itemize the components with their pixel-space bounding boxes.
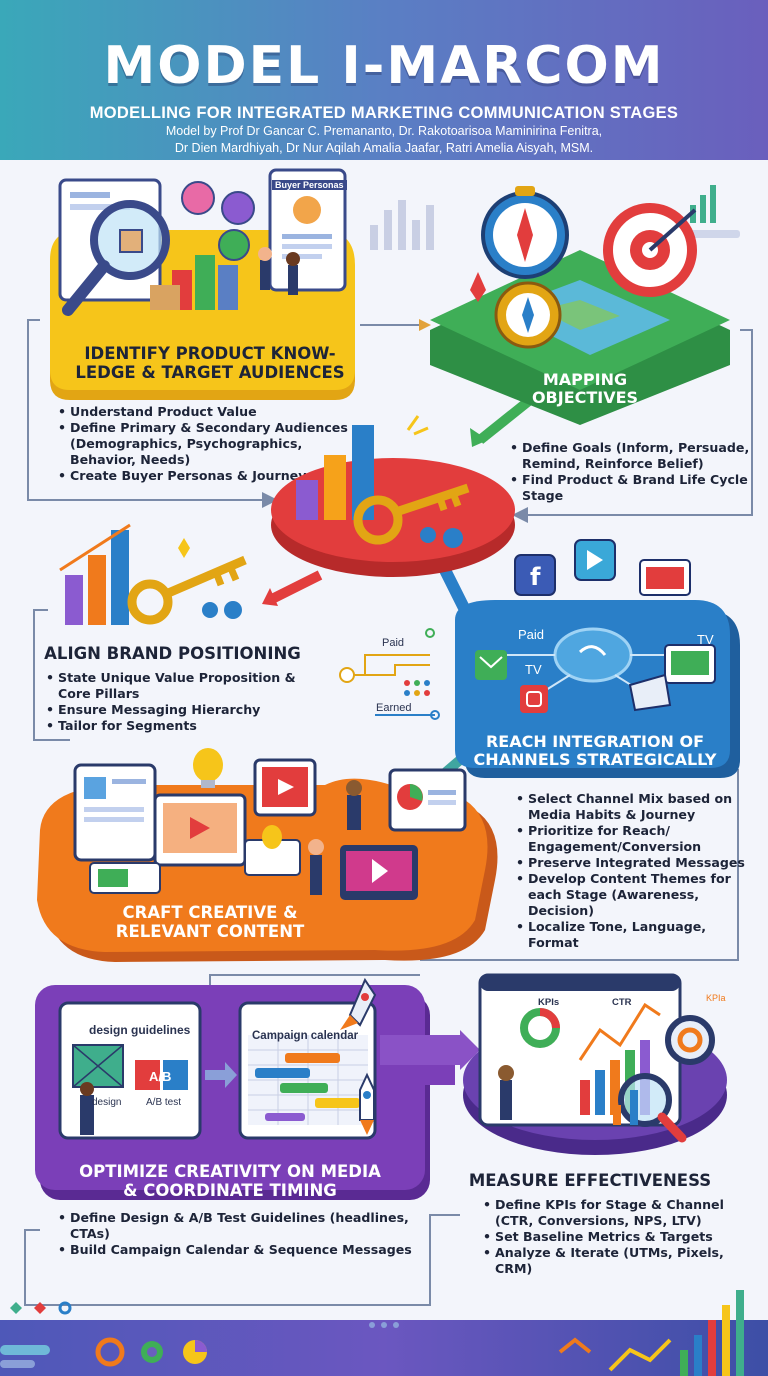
stage2-bullet: Define Goals (Inform, Persuade, Remind, …	[510, 440, 752, 472]
stage6-bullet: Build Campaign Calendar & Sequence Messa…	[58, 1242, 415, 1258]
stage6-title-line2: & COORDINATE TIMING	[123, 1180, 337, 1200]
stage7-bullet: Set Baseline Metrics & Targets	[483, 1229, 755, 1245]
stage4-bullets: Select Channel Mix based on Media Habits…	[514, 791, 756, 951]
stage2-title: MAPPING OBJECTIVES	[505, 370, 665, 408]
stage2-title-line1: MAPPING	[542, 370, 628, 389]
stage7-illustration	[478, 973, 715, 1143]
key-platform	[271, 415, 515, 577]
design-guidelines-label: design guidelines	[89, 1023, 191, 1037]
stage3-title: ALIGN BRAND POSITIONING	[44, 644, 301, 663]
kpia-label: KPIa	[706, 993, 726, 1003]
credit-line-2: Dr Dien Mardhiyah, Dr Nur Aqilah Amalia …	[174, 141, 594, 155]
stage6-illustration	[58, 1001, 377, 1140]
stage3-bullet: Tailor for Segments	[46, 718, 303, 734]
stage4-bullet: Develop Content Themes for each Stage (A…	[516, 871, 756, 919]
stage4-title-line2: CHANNELS STRATEGICALLY	[473, 750, 717, 770]
paid-label: Paid	[382, 637, 405, 649]
svg-text:f: f	[530, 563, 541, 591]
stage4-bullet: Localize Tone, Language, Format	[516, 919, 756, 951]
stage6-title-line1: OPTIMIZE CREATIVITY ON MEDIA	[79, 1162, 381, 1181]
stage4-icons: f	[475, 539, 716, 713]
stage1-bullet: Understand Product Value	[58, 404, 370, 420]
stage3-bullet: State Unique Value Proposition & Core Pi…	[46, 670, 303, 702]
paid-earned-connectors	[339, 628, 440, 720]
hub-tv-left-label: TV	[525, 662, 542, 677]
stage1-title: IDENTIFY PRODUCT KNOW- LEDGE & TARGET AU…	[60, 344, 360, 383]
stage2-bullet: Find Product & Brand Life Cycle Stage	[510, 472, 752, 504]
stage5-title-line1: CRAFT CREATIVE &	[122, 903, 298, 922]
stage3-bullets: State Unique Value Proposition & Core Pi…	[44, 670, 303, 734]
hub-paid-label: Paid	[518, 627, 545, 642]
stage2-bullets: Define Goals (Inform, Persuade, Remind, …	[508, 440, 752, 504]
stage1-bullets: Understand Product Value Define Primary …	[56, 404, 370, 484]
optimize-flow-arrow	[380, 1030, 480, 1070]
stage4-bullet: Preserve Integrated Messages	[516, 855, 756, 871]
earned-label: Earned	[376, 702, 412, 714]
page-title: MODEL I-MARCOM	[103, 36, 665, 96]
decorative-bars-top	[370, 200, 434, 250]
ab-label: A/B	[149, 1069, 172, 1084]
credit-line-1: Model by Prof Dr Gancar C. Premananto, D…	[165, 124, 603, 138]
campaign-calendar-label: Campaign calendar	[252, 1030, 359, 1042]
stage6-title: OPTIMIZE CREATIVITY ON MEDIA & COORDINAT…	[45, 1162, 415, 1201]
rocket-icon	[340, 977, 377, 1030]
stage6-bullet: Define Design & A/B Test Guidelines (hea…	[58, 1210, 415, 1242]
stage1-bullet: Create Buyer Personas & Journeys	[58, 468, 370, 484]
stage3-bullet: Ensure Messaging Hierarchy	[46, 702, 303, 718]
stage2-title-line2: OBJECTIVES	[531, 388, 639, 408]
stage4-title: REACH INTEGRATION OF CHANNELS STRATEGICA…	[465, 732, 725, 770]
header-banner: MODEL I-MARCOM MODELLING FOR INTEGRATED …	[0, 0, 768, 160]
stage5-title: CRAFT CREATIVE & RELEVANT CONTENT	[100, 903, 320, 942]
stage6-bullets: Define Design & A/B Test Guidelines (hea…	[56, 1210, 415, 1258]
ctr-label: CTR	[612, 997, 632, 1008]
stage4-bullet: Select Channel Mix based on Media Habits…	[516, 791, 756, 823]
stage7-title: MEASURE EFFECTIVENESS	[468, 1171, 712, 1190]
design-label: design	[92, 1097, 122, 1108]
stage1-title-line2: LEDGE & TARGET AUDIENCES	[75, 362, 345, 382]
stage7-bullet: Analyze & Iterate (UTMs, Pixels, CRM)	[483, 1245, 755, 1277]
stage4-title-line1: REACH INTEGRATION OF	[485, 732, 705, 751]
kpis-label: KPIs	[538, 997, 560, 1008]
stage1-bullet: Define Primary & Secondary Audiences (De…	[58, 420, 370, 468]
stage5-illustration	[73, 748, 467, 900]
stage2-illustration	[470, 186, 697, 349]
stage1-title-line1: IDENTIFY PRODUCT KNOW-	[84, 344, 336, 363]
stage7-bullet: Define KPIs for Stage & Channel (CTR, Co…	[483, 1197, 755, 1229]
stage4-bullet: Prioritize for Reach/ Engagement/Convers…	[516, 823, 756, 855]
stage3-illustration	[59, 523, 247, 625]
footer-band	[0, 1320, 768, 1376]
ab-test-label: A/B test	[146, 1097, 182, 1108]
hub-tv-right-label: TV	[697, 632, 714, 647]
personas-card-label: Buyer Personas	[272, 180, 347, 190]
stage5-title-line2: RELEVANT CONTENT	[115, 921, 305, 941]
stage1-illustration	[58, 168, 347, 316]
page-subtitle: MODELLING FOR INTEGRATED MARKETING COMMU…	[89, 104, 679, 122]
footer-decoration	[0, 1290, 744, 1376]
stage7-bullets: Define KPIs for Stage & Channel (CTR, Co…	[481, 1197, 755, 1277]
